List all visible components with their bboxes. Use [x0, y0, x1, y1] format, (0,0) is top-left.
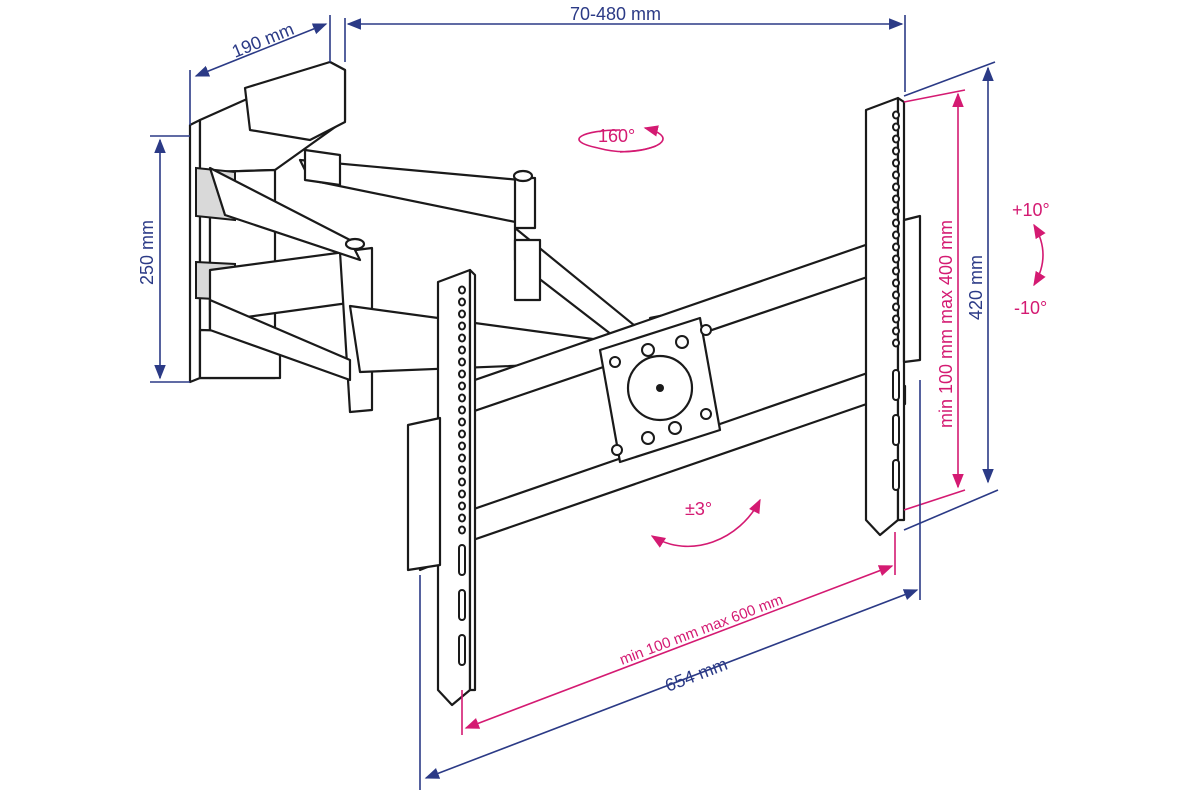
bracket-hole: [892, 134, 900, 144]
dim-wall-plate-height: 250 mm: [137, 135, 190, 383]
bracket-hole: [458, 333, 466, 343]
bracket-hole: [458, 309, 466, 319]
bracket-hole: [892, 146, 900, 156]
bracket-hole: [892, 158, 900, 168]
vesa-center-plate: [598, 316, 722, 464]
bracket-hole: [892, 290, 900, 300]
bracket-hole: [458, 417, 466, 427]
label-tilt-down: -10°: [1014, 298, 1047, 318]
bracket-hole: [458, 369, 466, 379]
bracket-hole: [458, 381, 466, 391]
dim-rotation: ±3°: [650, 498, 761, 548]
label-250mm: 250 mm: [137, 220, 157, 285]
bracket-hole: [892, 122, 900, 132]
bracket-slot: [892, 459, 900, 491]
right-vertical-bracket: [864, 96, 922, 537]
bracket-hole: [892, 266, 900, 276]
bracket-hole: [892, 242, 900, 252]
bracket-hole: [892, 254, 900, 264]
dim-tilt: +10° -10°: [1012, 200, 1050, 318]
bracket-hole: [892, 326, 900, 336]
bracket-hole: [892, 278, 900, 288]
bracket-hole: [458, 513, 466, 523]
label-horizontal-vesa: min 100 mm max 600 mm: [617, 591, 785, 668]
label-rotation: ±3°: [685, 499, 712, 519]
bracket-hole: [458, 285, 466, 295]
bracket-slot: [458, 544, 466, 576]
bracket-hole: [458, 405, 466, 415]
bracket-hole: [892, 170, 900, 180]
bracket-hole: [458, 357, 466, 367]
bracket-hole: [892, 314, 900, 324]
bracket-hole: [892, 206, 900, 216]
label-654mm: 654 mm: [662, 654, 730, 696]
label-160deg: 160°: [598, 126, 635, 146]
bracket-hole: [458, 429, 466, 439]
label-tilt-up: +10°: [1012, 200, 1050, 220]
bracket-hole: [458, 345, 466, 355]
dim-arm-extension: 70-480 mm: [344, 4, 906, 92]
mount-drawing: [188, 60, 922, 707]
bracket-hole: [458, 525, 466, 535]
bracket-slot: [458, 634, 466, 666]
dim-horizontal-vesa: min 100 mm max 600 mm: [461, 532, 896, 735]
bracket-hole: [892, 218, 900, 228]
upper-arm: [208, 148, 642, 347]
bracket-hole: [458, 501, 466, 511]
dim-swivel: 160°: [578, 125, 664, 153]
bracket-hole: [458, 321, 466, 331]
bracket-slot: [892, 414, 900, 446]
bracket-hole: [458, 453, 466, 463]
bracket-hole: [892, 338, 900, 348]
bracket-hole: [458, 489, 466, 499]
bracket-hole: [458, 477, 466, 487]
bracket-hole: [892, 230, 900, 240]
label-420mm: 420 mm: [966, 255, 986, 320]
bracket-slot: [458, 589, 466, 621]
bracket-slot: [892, 369, 900, 401]
bracket-hole: [458, 441, 466, 451]
dim-vertical-vesa: min 100 mm max 400 mm: [903, 89, 966, 511]
bracket-hole: [892, 302, 900, 312]
bracket-hole: [892, 182, 900, 192]
bracket-hole: [458, 393, 466, 403]
bracket-hole: [458, 297, 466, 307]
bracket-hole: [892, 194, 900, 204]
label-190mm: 190 mm: [229, 19, 297, 62]
label-70-480mm: 70-480 mm: [570, 4, 661, 24]
label-vertical-vesa: min 100 mm max 400 mm: [936, 220, 956, 428]
bracket-hole: [892, 110, 900, 120]
bracket-hole: [458, 465, 466, 475]
